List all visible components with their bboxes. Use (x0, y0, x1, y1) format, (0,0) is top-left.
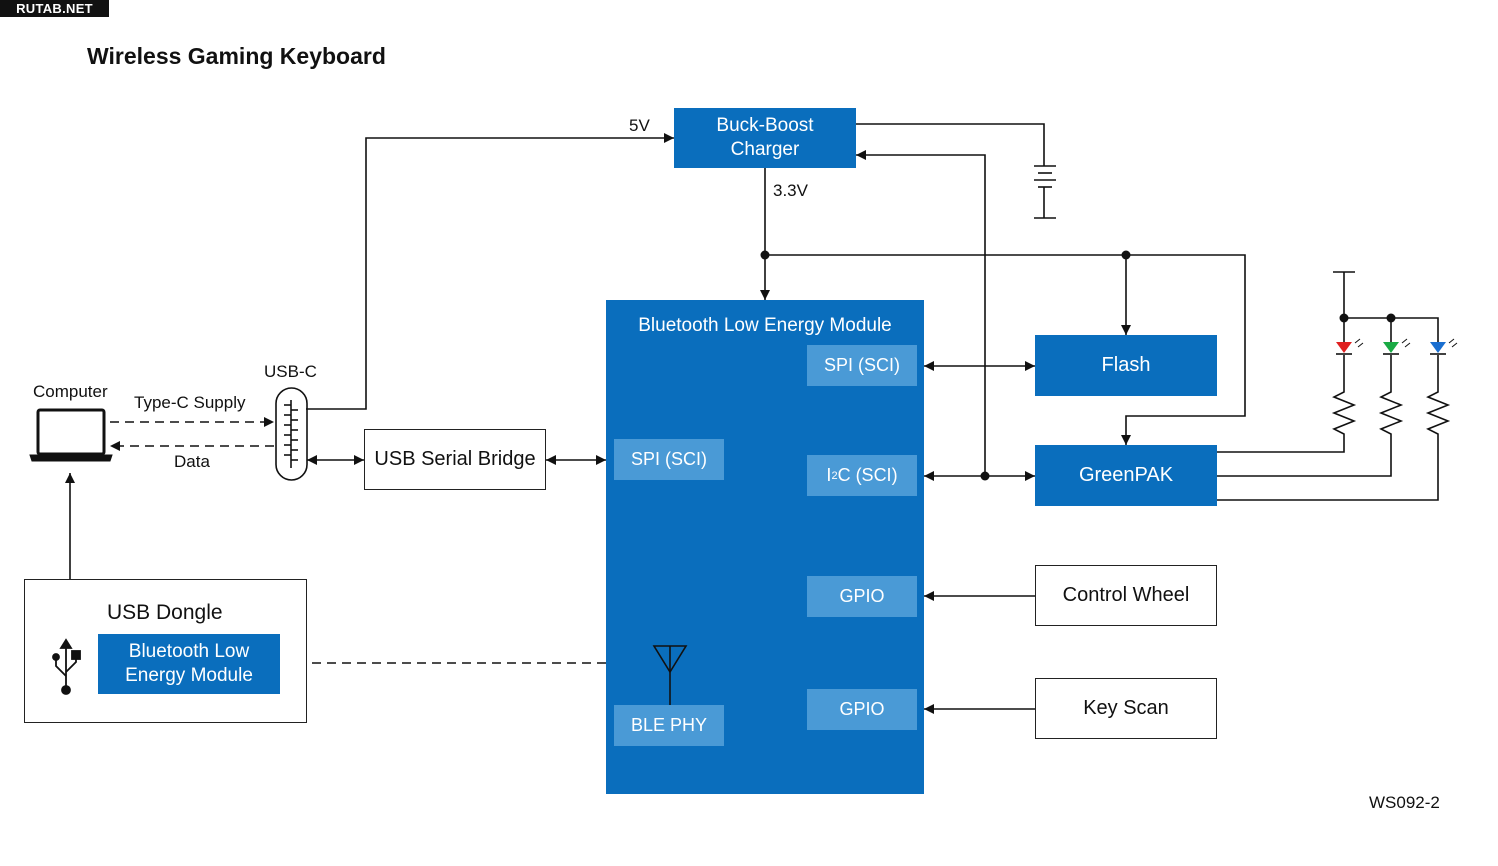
led-red-icon (1336, 338, 1364, 355)
antenna-icon (652, 645, 688, 705)
wire-led-1 (1217, 438, 1345, 453)
label-computer: Computer (33, 382, 108, 401)
led-green-icon (1383, 338, 1411, 355)
label-5v: 5V (629, 116, 650, 135)
wire-led-supply (1333, 271, 1439, 342)
wire-3v3-rail (765, 254, 1246, 445)
wire-led-2 (1217, 438, 1392, 477)
key-scan: Key Scan (1035, 678, 1217, 739)
label-type-c-supply: Type-C Supply (134, 393, 246, 412)
label-3v3: 3.3V (773, 181, 808, 200)
battery-icon (1034, 165, 1056, 219)
wire-battery (856, 123, 1045, 166)
port-gpio-keyscan: GPIO (807, 689, 917, 730)
port-spi-flash: SPI (SCI) (807, 345, 917, 386)
i2c-prefix: I (826, 465, 832, 485)
ble-module-title: Bluetooth Low Energy Module (638, 315, 892, 336)
laptop-icon (29, 408, 113, 462)
label-data: Data (174, 452, 210, 471)
resistor-3 (1425, 355, 1451, 438)
flash-block: Flash (1035, 335, 1217, 396)
control-wheel: Control Wheel (1035, 565, 1217, 626)
figure-id: WS092-2 (1369, 793, 1440, 812)
label-usb-c: USB-C (264, 362, 317, 381)
usb-icon (52, 638, 81, 695)
i2c-suffix: C (SCI) (837, 465, 898, 485)
watermark: RUTAB.NET (0, 0, 109, 17)
greenpak-block: GreenPAK (1035, 445, 1217, 506)
usb-c-connector-icon (275, 387, 308, 481)
resistor-2 (1378, 355, 1404, 438)
wire-led-3 (1217, 438, 1439, 501)
wire-5v (306, 133, 674, 410)
usb-serial-bridge: USB Serial Bridge (364, 429, 546, 490)
led-blue-icon (1430, 338, 1458, 355)
buck-boost-charger: Buck-Boost Charger (674, 108, 856, 168)
port-spi-bridge: SPI (SCI) (614, 439, 724, 480)
port-gpio-wheel: GPIO (807, 576, 917, 617)
usb-dongle-title: USB Dongle (107, 601, 223, 624)
dongle-ble-module: Bluetooth Low Energy Module (98, 634, 280, 694)
port-ble-phy: BLE PHY (614, 705, 724, 746)
i2c-sup: 2 (831, 469, 838, 482)
diagram-title: Wireless Gaming Keyboard (87, 43, 386, 69)
resistor-1 (1331, 355, 1357, 438)
